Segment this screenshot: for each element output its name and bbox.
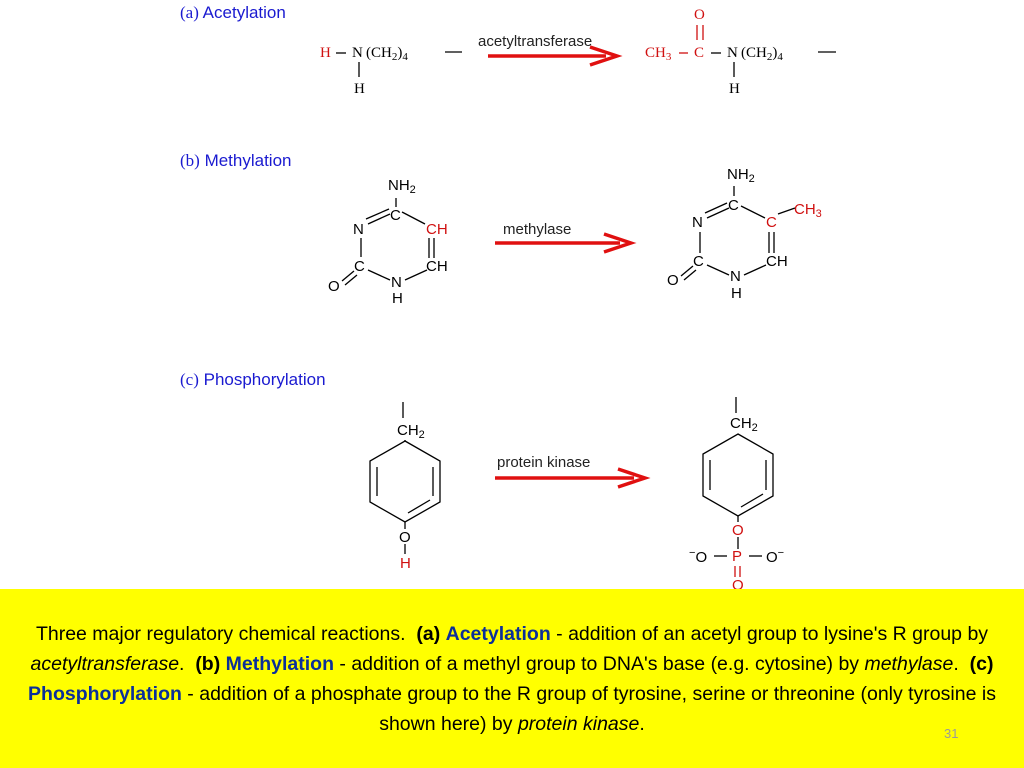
benzene-ring bbox=[702, 433, 774, 517]
amino-group: NH2 bbox=[388, 177, 416, 196]
hydrogen-atom-red: H bbox=[320, 45, 331, 61]
acetylation-heading: (a) Acetylation bbox=[180, 3, 286, 23]
section-title-text: Acetylation bbox=[202, 3, 286, 22]
aromatic-bond-line bbox=[740, 493, 764, 508]
carbon-atom-red: C bbox=[694, 45, 705, 61]
enzyme-label-methylase: methylase bbox=[503, 221, 572, 238]
bond-line bbox=[401, 211, 426, 225]
hydrogen-atom: H bbox=[729, 81, 740, 97]
methylene-chain: (CH2)4 bbox=[741, 45, 783, 63]
keyword-phosphorylation: Phosphorylation bbox=[28, 683, 182, 705]
double-bond-line bbox=[367, 213, 391, 225]
double-bond-line bbox=[706, 207, 730, 219]
carbon-atom-red: C bbox=[766, 214, 777, 231]
oxide-anion-left: −O bbox=[689, 547, 708, 566]
section-title-text: Phosphorylation bbox=[203, 370, 326, 389]
nitrogen-atom: N bbox=[692, 214, 703, 231]
double-bond-line bbox=[344, 274, 358, 286]
methylene-group: CH2 bbox=[730, 415, 758, 434]
keyword-acetylation: Acetylation bbox=[445, 623, 551, 645]
nitrogen-atom: N bbox=[727, 45, 738, 61]
oxygen-atom-red: O bbox=[732, 577, 744, 594]
benzene-ring bbox=[369, 440, 441, 523]
oxygen-atom-red: O bbox=[694, 7, 705, 23]
arrow-head bbox=[589, 45, 623, 67]
double-bond-line bbox=[683, 269, 697, 281]
ch-group: CH bbox=[766, 253, 788, 270]
aromatic-bond-line bbox=[407, 499, 431, 514]
bond-line bbox=[367, 269, 391, 281]
hydrogen-atom: H bbox=[354, 81, 365, 97]
section-label: (a) bbox=[180, 3, 199, 22]
carbon-atom-red: CH bbox=[426, 221, 448, 238]
arrow-head bbox=[603, 232, 637, 254]
oxygen-atom: O bbox=[399, 529, 411, 546]
hydrogen-atom-red: H bbox=[400, 555, 411, 572]
oxygen-atom: O bbox=[667, 272, 679, 289]
page-number: 31 bbox=[944, 726, 959, 741]
phosphorus-atom-red: P bbox=[732, 548, 743, 565]
carbon-atom: C bbox=[390, 207, 401, 224]
caption-text: Three major regulatory chemical reaction… bbox=[28, 623, 996, 735]
reaction-arrows bbox=[488, 45, 651, 489]
bond-line bbox=[743, 264, 767, 276]
amino-group: NH2 bbox=[727, 166, 755, 185]
enzyme-label-protein-kinase: protein kinase bbox=[497, 454, 591, 471]
keyword-methylation: Methylation bbox=[225, 653, 334, 675]
carbon-atom: C bbox=[728, 197, 739, 214]
nitrogen-atom: N bbox=[391, 274, 402, 291]
bond-line bbox=[777, 207, 796, 215]
double-bond-line bbox=[704, 202, 728, 214]
oxygen-atom: O bbox=[328, 278, 340, 295]
methylation-heading: (b) Methylation bbox=[180, 151, 292, 171]
section-title-text: Methylation bbox=[204, 151, 292, 170]
bond-line bbox=[404, 269, 428, 281]
double-bond-line bbox=[341, 270, 355, 282]
hydrogen-atom: H bbox=[392, 290, 403, 307]
nitrogen-atom: N bbox=[730, 268, 741, 285]
phosphorylation-heading: (c) Phosphorylation bbox=[180, 370, 326, 390]
methylene-group: CH2 bbox=[397, 422, 425, 441]
carbon-atom: C bbox=[354, 258, 365, 275]
ch-group: CH bbox=[426, 258, 448, 275]
hydrogen-atom: H bbox=[731, 285, 742, 302]
oxygen-atom-red: O bbox=[732, 522, 744, 539]
nitrogen-atom: N bbox=[353, 221, 364, 238]
methyl-group-red: CH3 bbox=[645, 45, 672, 63]
methyl-group-red: CH3 bbox=[794, 201, 822, 220]
bond-line bbox=[706, 264, 730, 276]
enzyme-label-acetyltransferase: acetyltransferase bbox=[478, 33, 593, 50]
section-label: (c) bbox=[180, 370, 199, 389]
carbon-atom: C bbox=[693, 253, 704, 270]
section-label: (b) bbox=[180, 151, 200, 170]
double-bond-line bbox=[680, 265, 694, 277]
reaction-diagram-lines bbox=[336, 25, 836, 577]
arrow-head bbox=[617, 467, 651, 489]
methylene-chain: (CH2)4 bbox=[366, 45, 408, 63]
double-bond-line bbox=[365, 208, 390, 220]
caption-box: Three major regulatory chemical reaction… bbox=[0, 589, 1024, 768]
oxide-anion-right: O− bbox=[766, 547, 785, 566]
nitrogen-atom: N bbox=[352, 45, 363, 61]
bond-line bbox=[740, 205, 766, 219]
